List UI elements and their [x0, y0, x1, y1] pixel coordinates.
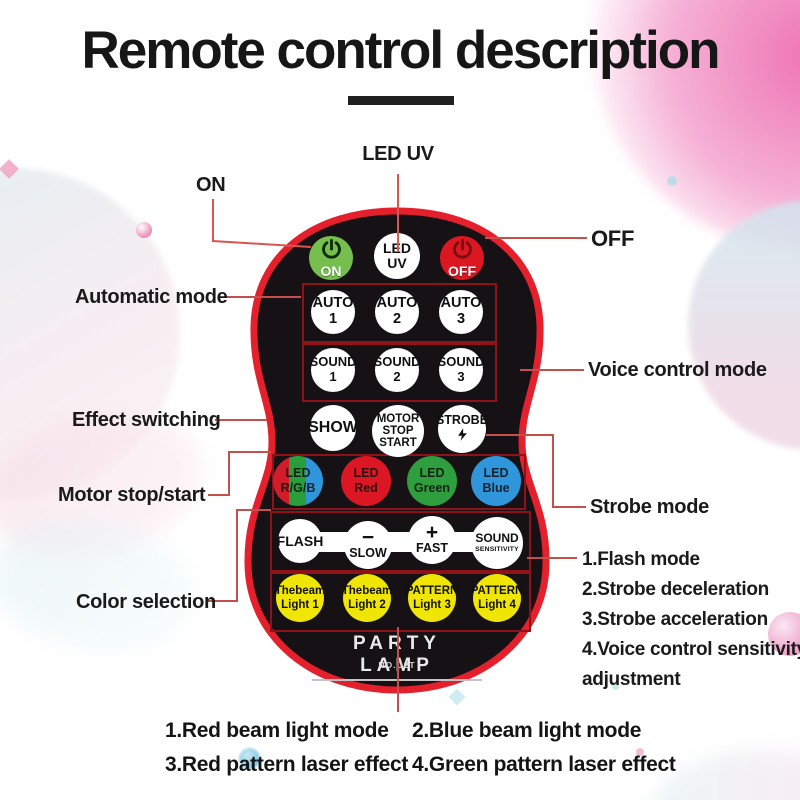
brand-text: PARTY LAMP — [312, 633, 482, 681]
label-on: ON — [196, 174, 226, 196]
led-blue-button: LED Blue — [471, 456, 521, 506]
label-automatic-mode: Automatic mode — [75, 286, 228, 308]
flash-note-1: 1.Flash mode — [582, 549, 700, 570]
pattern-light-4-button: PATTERN Light 4 — [470, 574, 524, 622]
auto-2-label: AUTO 2 — [376, 295, 418, 327]
sound-1-button: SOUND 1 — [309, 348, 357, 392]
flash-note-3: 3.Strobe acceleration — [582, 609, 768, 630]
flash-row-box — [270, 511, 531, 572]
model-number: NO.D2T — [378, 660, 416, 670]
sound-sensitivity-line1: SOUND — [475, 531, 519, 546]
sound-row-box — [302, 343, 497, 402]
flash-notes-list: 1.Flash mode 2.Strobe deceleration 3.Str… — [582, 545, 800, 695]
off-button-label: OFF — [448, 263, 476, 279]
off-button: OFF — [440, 236, 484, 280]
led-uv-button: LED UV — [374, 233, 420, 279]
led-red-label: LED Red — [353, 466, 379, 495]
on-button-label: ON — [320, 263, 342, 279]
auto-2-button: AUTO 2 — [375, 290, 419, 334]
label-motor-stop-start: Motor stop/start — [58, 484, 206, 506]
sound-sensitivity-button: SOUND SENSITIVITY — [471, 517, 523, 569]
led-rgb-button: LED R/G/B — [273, 456, 323, 506]
flash-label: FLASH — [276, 533, 324, 549]
fast-button: + FAST — [408, 516, 456, 564]
light-row-box — [270, 572, 531, 632]
led-rgb-label: LED R/G/B — [280, 466, 316, 495]
led-uv-button-label: LED UV — [383, 239, 411, 271]
on-button: ON — [309, 236, 353, 280]
label-color-selection: Color selection — [76, 591, 216, 613]
auto-1-label: AUTO 1 — [312, 295, 354, 327]
slow-button: − SLOW — [344, 521, 392, 569]
sound-sensitivity-line2: SENSITIVITY — [475, 545, 519, 553]
fast-label: FAST — [416, 541, 448, 556]
motor-stop-start-button: MOTOR STOP START — [372, 405, 424, 457]
note-blue-beam: 2.Blue beam light mode — [412, 719, 642, 742]
lightning-bolt-icon — [455, 427, 470, 445]
sound-1-label: SOUND 1 — [309, 354, 357, 384]
show-button: SHOW — [308, 405, 358, 451]
label-voice-control-mode: Voice control mode — [588, 359, 767, 381]
flash-note-5: adjustment — [582, 669, 681, 690]
sound-3-button: SOUND 3 — [437, 348, 485, 392]
beam-light-1-label: Thebeam Light 1 — [274, 584, 326, 611]
power-icon — [320, 238, 343, 266]
title-underline-bar — [348, 96, 454, 105]
label-effect-switching: Effect switching — [72, 409, 221, 431]
note-red-pattern: 3.Red pattern laser effect — [165, 753, 409, 776]
flash-note-2: 2.Strobe deceleration — [582, 579, 769, 600]
sound-3-label: SOUND 3 — [437, 354, 485, 384]
auto-row-box — [302, 283, 497, 343]
flash-note-4: 4.Voice control sensitivity — [582, 639, 800, 660]
flash-button: FLASH — [276, 519, 324, 563]
power-icon — [451, 238, 474, 266]
show-label: SHOW — [308, 419, 358, 436]
strobe-label: STROBE — [435, 413, 489, 427]
minus-icon: − — [361, 526, 375, 550]
beam-light-2-button: Thebeam Light 2 — [341, 574, 393, 622]
slow-label: SLOW — [349, 546, 387, 561]
pattern-light-4-label: PATTERN Light 4 — [470, 584, 524, 611]
led-green-button: LED Green — [407, 456, 457, 506]
pattern-light-3-button: PATTERN Light 3 — [405, 574, 459, 622]
slider-connector-bar — [300, 532, 497, 552]
sound-2-label: SOUND 2 — [373, 354, 421, 384]
note-red-beam: 1.Red beam light mode — [165, 719, 389, 742]
led-green-label: LED Green — [413, 466, 451, 495]
led-red-button: LED Red — [341, 456, 391, 506]
plus-icon: + — [425, 521, 439, 545]
strobe-button: STROBE — [435, 405, 489, 453]
sound-2-button: SOUND 2 — [373, 348, 421, 392]
label-strobe-mode: Strobe mode — [590, 496, 709, 518]
label-off: OFF — [591, 226, 635, 251]
pattern-light-3-label: PATTERN Light 3 — [405, 584, 459, 611]
note-green-pattern: 4.Green pattern laser effect — [412, 753, 676, 776]
beam-light-2-label: Thebeam Light 2 — [341, 584, 393, 611]
label-led-uv: LED UV — [362, 143, 434, 165]
page-title: Remote control description — [81, 21, 720, 80]
led-blue-label: LED Blue — [482, 466, 510, 495]
beam-light-1-button: Thebeam Light 1 — [274, 574, 326, 622]
auto-1-button: AUTO 1 — [311, 290, 355, 334]
auto-3-button: AUTO 3 — [439, 290, 483, 334]
auto-3-label: AUTO 3 — [440, 295, 482, 327]
motor-label: MOTOR STOP START — [376, 412, 420, 450]
